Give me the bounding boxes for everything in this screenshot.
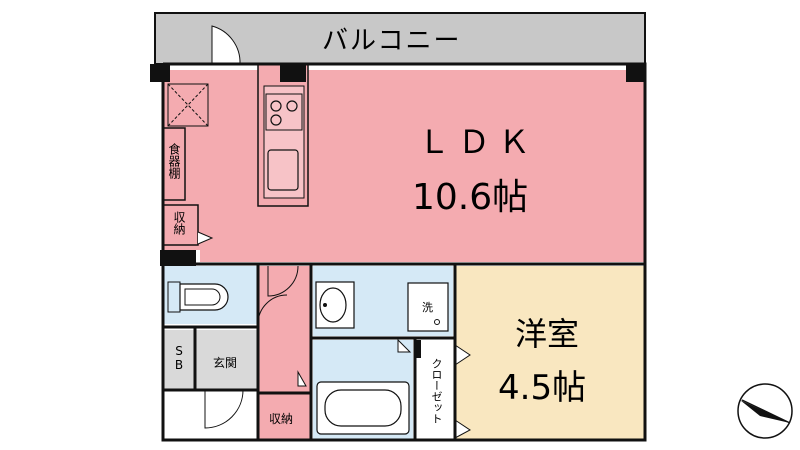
storage-left	[162, 204, 199, 246]
balcony-door-swing	[211, 25, 241, 65]
toilet-icon	[167, 281, 229, 313]
dish-cabinet-label: 食器棚	[167, 143, 181, 179]
western-room	[455, 266, 645, 440]
washer-label: 洗	[422, 301, 433, 314]
wall-corner	[280, 64, 306, 82]
western-room-label: 洋室	[515, 315, 580, 353]
entrance-label: 玄関	[213, 356, 238, 370]
closet-door-top	[454, 344, 471, 366]
washbasin-icon	[315, 281, 355, 329]
walls	[161, 62, 647, 442]
hall-storage-door	[297, 370, 307, 387]
ldk-room	[163, 70, 645, 262]
ldk-size: 10.6帖	[412, 177, 529, 218]
kitchen-counter	[257, 63, 309, 207]
storage-left-label: 収納	[172, 211, 186, 235]
bathtub-icon	[316, 381, 410, 435]
storage-bottom-label: 収納	[269, 412, 294, 426]
washing-machine-icon	[407, 282, 449, 332]
wall-corner	[415, 340, 421, 358]
wall-corner	[626, 64, 646, 82]
storage-door	[197, 231, 214, 245]
storage-bottom	[258, 395, 310, 440]
shoe-box-area	[163, 330, 195, 390]
western-room-size: 4.5帖	[498, 368, 587, 408]
closet-label: クローゼット	[428, 358, 444, 424]
fridge-space	[167, 83, 209, 127]
sink-icon	[267, 149, 299, 191]
bath-door-mark	[397, 338, 412, 353]
closet-door-bottom	[454, 419, 471, 439]
entrance-area	[195, 330, 258, 390]
entrance-door-swing	[204, 389, 244, 429]
north-arrow-icon	[737, 383, 793, 439]
balcony-label: バルコニー	[322, 26, 462, 56]
wash-door-swing	[267, 265, 299, 297]
ldk-label: ＬＤＫ	[418, 123, 539, 161]
wall-corner	[160, 250, 196, 266]
shoe-box-label: SB	[172, 344, 186, 372]
stove-icon	[265, 93, 303, 131]
wall-corner	[150, 64, 170, 82]
